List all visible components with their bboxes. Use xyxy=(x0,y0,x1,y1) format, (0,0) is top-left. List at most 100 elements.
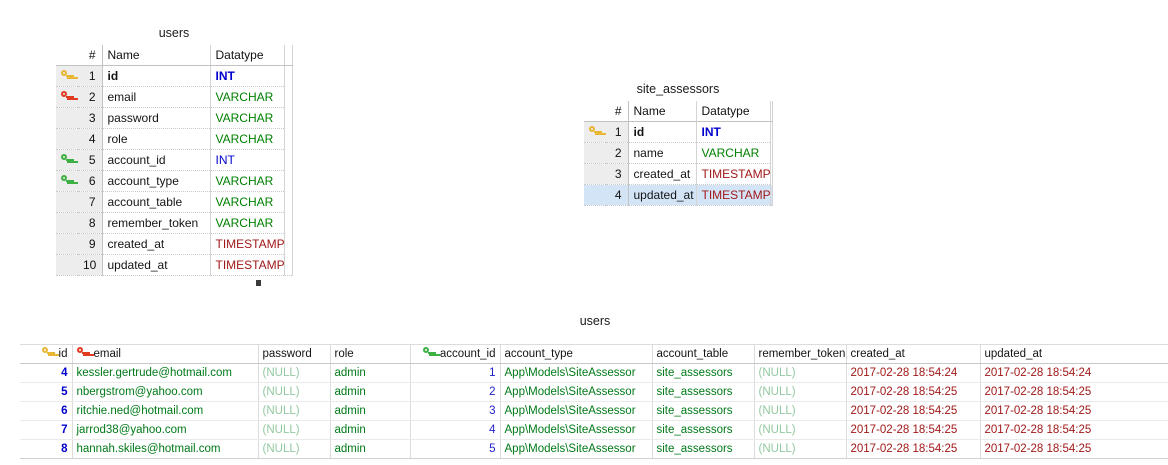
result-grid-header-account-type[interactable]: account_type xyxy=(500,344,653,364)
cell-email[interactable]: jarrod38@yahoo.com xyxy=(72,420,259,440)
cell-updated-at[interactable]: 2017-02-28 18:54:25 xyxy=(980,439,1168,459)
cell-role[interactable]: admin xyxy=(330,439,411,459)
cell-email[interactable]: hannah.skiles@hotmail.com xyxy=(72,439,259,459)
cell-id[interactable]: 5 xyxy=(20,382,73,402)
cell-account-table[interactable]: site_assessors xyxy=(652,382,755,402)
cell-created-at[interactable]: 2017-02-28 18:54:25 xyxy=(846,382,981,402)
cell-email[interactable]: nbergstrom@yahoo.com xyxy=(72,382,259,402)
result-grid-header-role[interactable]: role xyxy=(330,344,411,364)
cell-account-id[interactable]: 3 xyxy=(410,401,501,421)
schema-row-column-name: remember_token xyxy=(102,212,211,234)
result-grid-header-created-at[interactable]: created_at xyxy=(846,344,981,364)
cell-account-table[interactable]: site_assessors xyxy=(652,439,755,459)
cell-remember-token[interactable]: (NULL) xyxy=(754,382,847,402)
cell-updated-at[interactable]: 2017-02-28 18:54:24 xyxy=(980,363,1168,383)
cell-remember-token[interactable]: (NULL) xyxy=(754,420,847,440)
cell-email[interactable]: kessler.gertrude@hotmail.com xyxy=(72,363,259,383)
cell-id[interactable]: 7 xyxy=(20,420,73,440)
result-grid-header-updated-at[interactable]: updated_at xyxy=(980,344,1168,364)
cell-account-id[interactable]: 4 xyxy=(410,420,501,440)
cell-role[interactable]: admin xyxy=(330,382,411,402)
result-grid-header-account-id[interactable]: account_id xyxy=(410,344,501,364)
cell-role[interactable]: admin xyxy=(330,401,411,421)
result-grid-header-label: account_table xyxy=(656,348,729,360)
cell-account-id[interactable]: 2 xyxy=(410,382,501,402)
schema-row-index: 10 xyxy=(78,254,103,276)
cell-updated-at[interactable]: 2017-02-28 18:54:25 xyxy=(980,401,1168,421)
cell-created-at[interactable]: 2017-02-28 18:54:25 xyxy=(846,420,981,440)
cell-account-table[interactable]: site_assessors xyxy=(652,401,755,421)
cell-account-id[interactable]: 5 xyxy=(410,439,501,459)
schema-row-column-name: role xyxy=(102,128,211,150)
cell-role[interactable]: admin xyxy=(330,420,411,440)
cell-updated-at[interactable]: 2017-02-28 18:54:25 xyxy=(980,382,1168,402)
cell-account-type[interactable]: App\Models\SiteAssessor xyxy=(500,420,653,440)
cell-account-table[interactable]: site_assessors xyxy=(652,420,755,440)
schema-row-pad xyxy=(284,191,293,213)
cell-created-at[interactable]: 2017-02-28 18:54:25 xyxy=(846,401,981,421)
cell-password[interactable]: (NULL) xyxy=(258,401,331,421)
cell-remember-token[interactable]: (NULL) xyxy=(754,401,847,421)
result-grid-header-password[interactable]: password xyxy=(258,344,331,364)
cell-created-at[interactable]: 2017-02-28 18:54:24 xyxy=(846,363,981,383)
cell-account-type[interactable]: App\Models\SiteAssessor xyxy=(500,439,653,459)
result-grid-header-email[interactable]: email xyxy=(72,344,259,364)
cell-password[interactable]: (NULL) xyxy=(258,420,331,440)
cell-account-type[interactable]: App\Models\SiteAssessor xyxy=(500,382,653,402)
cell-created-at[interactable]: 2017-02-28 18:54:25 xyxy=(846,439,981,459)
cell-remember-token[interactable]: (NULL) xyxy=(754,439,847,459)
result-grid-header-remember-token[interactable]: remember_token xyxy=(754,344,847,364)
cell-password[interactable]: (NULL) xyxy=(258,382,331,402)
result-grid-header-label: remember_token xyxy=(758,348,846,360)
cell-account-type[interactable]: App\Models\SiteAssessor xyxy=(500,363,653,383)
schema-row-datatype: INT xyxy=(696,121,771,143)
result-grid-header-id[interactable]: id xyxy=(20,344,73,364)
result-grid-header-label: account_id xyxy=(439,348,496,360)
schema-row-index: 4 xyxy=(606,184,629,206)
cell-email[interactable]: ritchie.ned@hotmail.com xyxy=(72,401,259,421)
cell-account-id[interactable]: 1 xyxy=(410,363,501,383)
cell-role[interactable]: admin xyxy=(330,363,411,383)
cell-remember-token[interactable]: (NULL) xyxy=(754,363,847,383)
cell-id[interactable]: 8 xyxy=(20,439,73,459)
schema-row-key-cell xyxy=(56,86,78,108)
result-grid-header-account-table[interactable]: account_table xyxy=(652,344,755,364)
schema-row-column-name: account_id xyxy=(102,149,211,171)
cell-account-table[interactable]: site_assessors xyxy=(652,363,755,383)
unique-key-icon xyxy=(60,90,74,103)
schema-row-column-name: updated_at xyxy=(628,184,697,206)
cell-password[interactable]: (NULL) xyxy=(258,439,331,459)
schema-header-datatype: Datatype xyxy=(696,101,771,122)
schema-row-column-name: id xyxy=(628,121,697,143)
cell-account-type[interactable]: App\Models\SiteAssessor xyxy=(500,401,653,421)
schema-row-column-name: account_table xyxy=(102,191,211,213)
cell-updated-at[interactable]: 2017-02-28 18:54:25 xyxy=(980,420,1168,440)
cell-id[interactable]: 6 xyxy=(20,401,73,421)
cell-id[interactable]: 4 xyxy=(20,363,73,383)
cell-password[interactable]: (NULL) xyxy=(258,363,331,383)
